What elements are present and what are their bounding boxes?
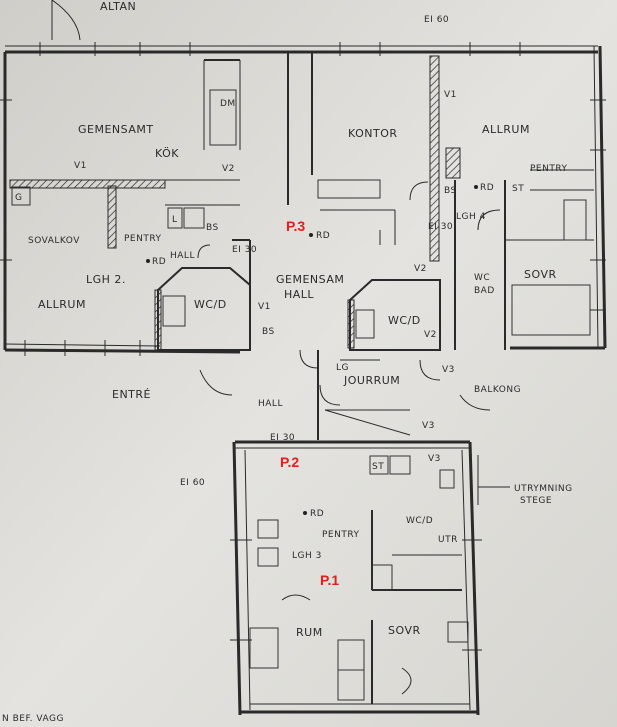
position-markers: P.3 P.2 P.1 xyxy=(280,218,339,588)
lg: LG xyxy=(336,363,349,373)
room-labels: ALTAN GEMENSAMT KÖK KONTOR ALLRUM SOVALK… xyxy=(2,0,573,724)
label-sovr-bottom: SOVR xyxy=(388,624,421,637)
exterior-walls xyxy=(3,0,607,354)
bs-c: BS xyxy=(262,327,275,337)
v3-b: V3 xyxy=(422,421,435,431)
rd-d: RD xyxy=(310,509,324,519)
label-wc: WC xyxy=(474,273,490,283)
label-balkong: BALKONG xyxy=(474,385,521,395)
rd-b: RD xyxy=(316,231,330,241)
window-markers xyxy=(0,42,606,651)
label-rum: RUM xyxy=(296,626,323,639)
ei60-top: EI 60 xyxy=(424,15,449,25)
v1-a: V1 xyxy=(74,161,87,171)
bs-b: BS xyxy=(444,186,457,196)
marker-p3: P.3 xyxy=(286,218,305,234)
g-symbol: G xyxy=(15,193,22,203)
marker-p2: P.2 xyxy=(280,454,299,470)
label-wcd-mid: WC/D xyxy=(388,314,421,327)
label-entre: ENTRÉ xyxy=(112,388,151,401)
ei30-c: EI 30 xyxy=(270,433,295,443)
st-b: ST xyxy=(372,462,384,472)
label-utr: UTR xyxy=(438,535,458,545)
dm: DM xyxy=(220,99,236,109)
l-symbol: L xyxy=(172,215,178,225)
v3-c: V3 xyxy=(428,454,441,464)
label-kontor: KONTOR xyxy=(348,127,398,140)
label-kok: KÖK xyxy=(155,147,179,160)
rd-c: RD xyxy=(480,183,494,193)
rd-dot-c xyxy=(474,185,478,189)
label-pentry-right: PENTRY xyxy=(530,164,568,174)
label-gemensam: GEMENSAM xyxy=(276,273,344,286)
marker-p1: P.1 xyxy=(320,572,339,588)
symbol-labels: EI 60 EI 60 EI 30 EI 30 EI 30 V1 V1 V1 V… xyxy=(15,15,524,519)
label-sovalkov: SOVALKOV xyxy=(28,236,80,246)
v2-b: V2 xyxy=(414,264,427,274)
label-lgh3: LGH 3 xyxy=(292,551,322,561)
label-pentry-lgh2: PENTRY xyxy=(124,234,162,244)
v2-a: V2 xyxy=(222,164,235,174)
label-legend: N BEF. VAGG xyxy=(2,714,64,724)
label-sovr-right: SOVR xyxy=(524,268,557,281)
label-bad: BAD xyxy=(474,286,495,296)
label-allrum-left: ALLRUM xyxy=(38,298,86,311)
rd-a: RD xyxy=(152,257,166,267)
door-swings xyxy=(197,181,501,601)
rd-dot-d xyxy=(303,511,307,515)
label-allrum-top: ALLRUM xyxy=(482,123,530,136)
label-altan: ALTAN xyxy=(100,0,136,13)
st-a: ST xyxy=(512,184,524,194)
label-wcd-lgh3: WC/D xyxy=(406,516,433,526)
label-lgh4: LGH 4 xyxy=(456,212,486,222)
label-gemensam-hall: HALL xyxy=(284,288,314,301)
interior-walls xyxy=(9,52,594,440)
furniture xyxy=(11,186,587,701)
lower-building-walls xyxy=(232,440,510,716)
label-lgh2: LGH 2. xyxy=(86,273,126,286)
rd-dot-b xyxy=(309,233,313,237)
label-jourrum: JOURRUM xyxy=(343,374,400,387)
ei30-b: EI 30 xyxy=(428,222,453,232)
ei30-a: EI 30 xyxy=(232,245,257,255)
label-stege: STEGE xyxy=(520,496,552,506)
label-hall-mid: HALL xyxy=(258,399,283,409)
label-pentry-lgh3: PENTRY xyxy=(322,530,360,540)
bs-a: BS xyxy=(206,223,219,233)
label-gemensamt: GEMENSAMT xyxy=(78,123,154,136)
label-hall-lgh2: HALL xyxy=(170,251,195,261)
v1-c: V1 xyxy=(258,302,271,312)
rd-dot-a xyxy=(146,259,150,263)
v2-c: V2 xyxy=(424,330,437,340)
label-wcd-left: WC/D xyxy=(194,298,227,311)
v3-a: V3 xyxy=(442,365,455,375)
label-utrymning: UTRYMNING xyxy=(514,484,573,494)
v1-b: V1 xyxy=(444,90,457,100)
ei60-left: EI 60 xyxy=(180,478,205,488)
